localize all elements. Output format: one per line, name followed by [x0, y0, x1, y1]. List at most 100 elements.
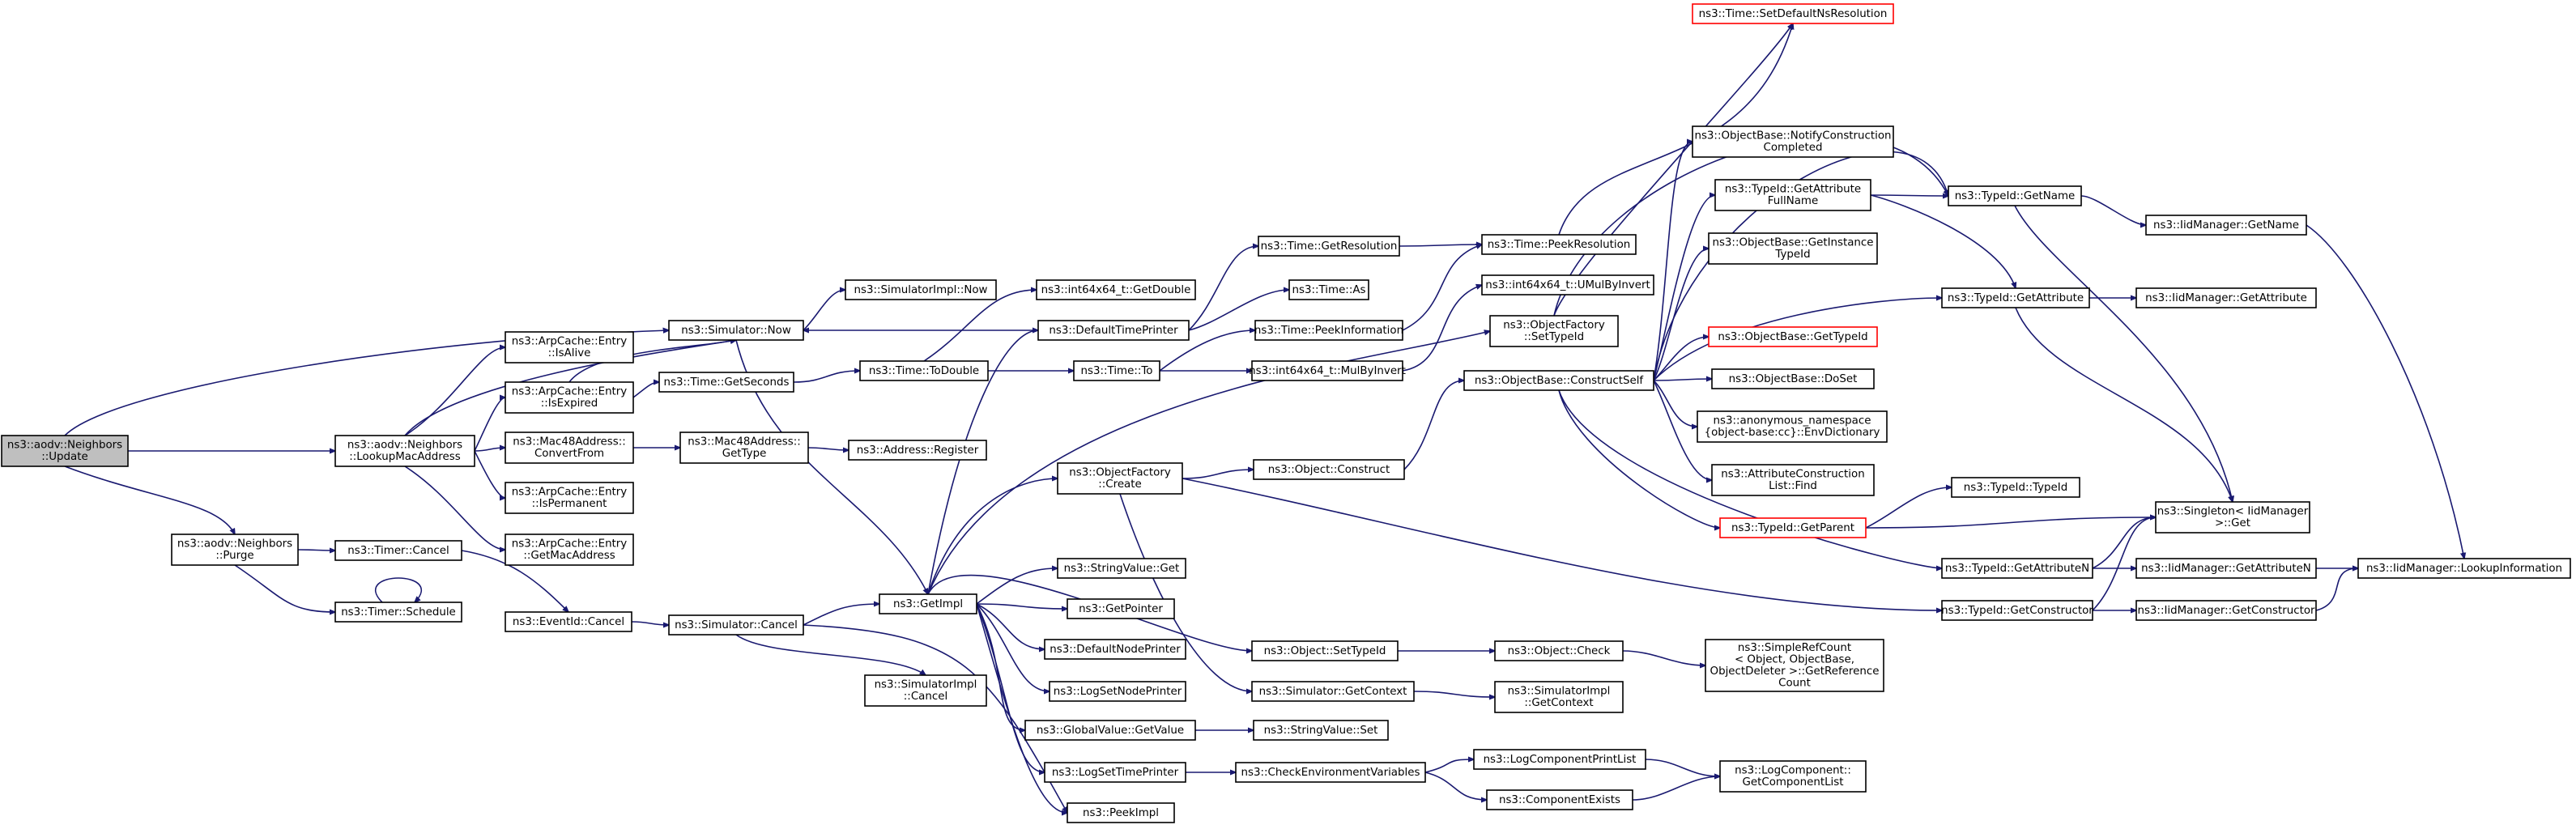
node-label-line: ns3::ComponentExists — [1499, 794, 1620, 806]
node-stringvalue-set[interactable]: ns3::StringValue::Set — [1253, 720, 1389, 741]
node-label-line: ns3::Singleton< IidManager — [2157, 506, 2309, 518]
node-label-line: ns3::DefaultTimePrinter — [1049, 325, 1178, 337]
call-edge-objbase_constructself-to-typeid_getname — [1653, 151, 1948, 381]
node-object-settypeid[interactable]: ns3::Object::SetTypeId — [1251, 640, 1399, 661]
node-arp-ispermanent[interactable]: ns3::ArpCache::Entry::IsPermanent — [505, 482, 634, 514]
node-arp-getmacaddress[interactable]: ns3::ArpCache::Entry::GetMacAddress — [505, 534, 634, 566]
call-edge-getimpl-to-objfactory_settypeid — [927, 331, 1490, 595]
call-edge-lookupmac-to-arp_getmacaddress — [404, 466, 505, 550]
node-defaultnodeprinter[interactable]: ns3::DefaultNodePrinter — [1044, 639, 1186, 660]
node-box — [505, 482, 634, 514]
node-arp-isalive[interactable]: ns3::ArpCache::Entry::IsAlive — [505, 331, 634, 363]
node-iidmanager-getattributen[interactable]: ns3::IidManager::GetAttributeN — [2135, 558, 2317, 579]
node-label-line: FullName — [1768, 195, 1818, 207]
node-box — [171, 534, 299, 566]
node-simimpl-cancel[interactable]: ns3::SimulatorImpl::Cancel — [864, 674, 987, 707]
node-time-todouble[interactable]: ns3::Time::ToDouble — [859, 360, 989, 381]
node-iidmanager-getattribute[interactable]: ns3::IidManager::GetAttribute — [2135, 287, 2317, 308]
node-box — [1692, 125, 1894, 158]
node-time-setdefaultns[interactable]: ns3::Time::SetDefaultNsResolution — [1692, 3, 1894, 24]
node-label-line: ns3::Timer::Schedule — [341, 606, 456, 619]
node-int64-mulbyinvert[interactable]: ns3::int64x64_t::MulByInvert — [1249, 360, 1406, 381]
node-typeid-getattributen[interactable]: ns3::TypeId::GetAttributeN — [1941, 558, 2093, 579]
node-getimpl[interactable]: ns3::GetImpl — [879, 593, 977, 614]
node-label-line: ::Update — [41, 451, 88, 463]
call-edge-time_peekinformation-to-time_peekresolution — [1402, 244, 1482, 331]
node-label-line: ns3::TypeId::TypeId — [1964, 482, 2067, 494]
node-address-register[interactable]: ns3::Address::Register — [848, 440, 987, 461]
node-objbase-constructself[interactable]: ns3::ObjectBase::ConstructSelf — [1463, 370, 1654, 391]
node-logcomponent-getlist[interactable]: ns3::LogComponent::GetComponentList — [1719, 760, 1867, 793]
node-int64-umulbyinvert[interactable]: ns3::int64x64_t::UMulByInvert — [1481, 274, 1654, 295]
node-objfactory-create[interactable]: ns3::ObjectFactory::Create — [1057, 462, 1183, 495]
call-edge-objbase_constructself-to-typeid_getattributen — [1558, 389, 1942, 568]
node-getpointer[interactable]: ns3::GetPointer — [1067, 598, 1175, 619]
node-typeid-getparent[interactable]: ns3::TypeId::GetParent — [1719, 517, 1867, 538]
node-eventid-cancel[interactable]: ns3::EventId::Cancel — [505, 611, 632, 632]
node-logsetnodeprinter[interactable]: ns3::LogSetNodePrinter — [1049, 681, 1186, 702]
call-edge-getimpl-to-peekimpl — [976, 603, 1067, 813]
node-objbase-doset[interactable]: ns3::ObjectBase::DoSet — [1711, 368, 1875, 389]
node-simimpl-getcontext[interactable]: ns3::SimulatorImpl::GetContext — [1494, 681, 1624, 713]
node-time-as[interactable]: ns3::Time::As — [1288, 279, 1369, 300]
node-componentexists[interactable]: ns3::ComponentExists — [1486, 789, 1633, 810]
node-update[interactable]: ns3::aodv::Neighbors::Update — [1, 435, 129, 467]
node-int64-getdouble[interactable]: ns3::int64x64_t::GetDouble — [1036, 279, 1196, 300]
node-object-construct[interactable]: ns3::Object::Construct — [1253, 459, 1405, 480]
node-typeid-typeid[interactable]: ns3::TypeId::TypeId — [1951, 477, 2080, 498]
node-timer-cancel[interactable]: ns3::Timer::Cancel — [334, 540, 462, 561]
node-mac48-convertfrom[interactable]: ns3::Mac48Address::ConvertFrom — [505, 432, 634, 464]
node-objbase-notifyconstruction[interactable]: ns3::ObjectBase::NotifyConstructionCompl… — [1692, 125, 1894, 158]
node-defaulttimeprinter[interactable]: ns3::DefaultTimePrinter — [1037, 320, 1190, 341]
node-simimpl-now[interactable]: ns3::SimulatorImpl::Now — [845, 279, 997, 300]
node-typeid-getname[interactable]: ns3::TypeId::GetName — [1948, 185, 2082, 206]
node-objbase-gettypeid[interactable]: ns3::ObjectBase::GetTypeId — [1708, 326, 1878, 347]
node-box — [334, 435, 475, 467]
node-logsettimeprinter[interactable]: ns3::LogSetTimePrinter — [1044, 762, 1186, 783]
node-checkenvvars[interactable]: ns3::CheckEnvironmentVariables — [1235, 762, 1426, 783]
node-box — [2135, 558, 2317, 579]
node-lookupmac[interactable]: ns3::aodv::Neighbors::LookupMacAddress — [334, 435, 475, 467]
node-sim-cancel[interactable]: ns3::Simulator::Cancel — [668, 614, 804, 636]
node-iidmanager-getconstructor[interactable]: ns3::IidManager::GetConstructor — [2135, 600, 2317, 621]
node-box — [879, 593, 977, 614]
node-time-peekinformation[interactable]: ns3::Time::PeekInformation — [1254, 320, 1403, 341]
node-box — [658, 372, 794, 393]
node-iidmanager-lookupinformation[interactable]: ns3::IidManager::LookupInformation — [2357, 558, 2571, 579]
node-time-peekresolution[interactable]: ns3::Time::PeekResolution — [1481, 234, 1637, 255]
node-logcomponentprintlist[interactable]: ns3::LogComponentPrintList — [1473, 749, 1646, 770]
node-simplerefcount[interactable]: ns3::SimpleRefCount< Object, ObjectBase,… — [1705, 639, 1884, 692]
node-peekimpl[interactable]: ns3::PeekImpl — [1067, 802, 1175, 823]
node-time-getresolution[interactable]: ns3::Time::GetResolution — [1258, 236, 1400, 257]
node-anon-envdictionary[interactable]: ns3::anonymous_namespace{object-base:cc}… — [1697, 410, 1888, 443]
node-time-getseconds[interactable]: ns3::Time::GetSeconds — [658, 372, 794, 393]
node-time-to[interactable]: ns3::Time::To — [1073, 360, 1160, 381]
node-purge[interactable]: ns3::aodv::Neighbors::Purge — [171, 534, 299, 566]
node-box — [505, 534, 634, 566]
node-globalvalue-getvalue[interactable]: ns3::GlobalValue::GetValue — [1024, 720, 1196, 741]
node-sim-getcontext[interactable]: ns3::Simulator::GetContext — [1251, 681, 1415, 702]
node-arp-isexpired[interactable]: ns3::ArpCache::Entry::IsExpired — [505, 381, 634, 414]
node-object-check[interactable]: ns3::Object::Check — [1494, 640, 1624, 661]
node-mac48-gettype[interactable]: ns3::Mac48Address::GetType — [679, 432, 809, 464]
node-objfactory-settypeid[interactable]: ns3::ObjectFactory::SetTypeId — [1489, 315, 1619, 347]
node-typeid-getattribute[interactable]: ns3::TypeId::GetAttribute — [1941, 287, 2090, 308]
node-box — [505, 611, 632, 632]
node-sim-now[interactable]: ns3::Simulator::Now — [668, 320, 804, 341]
node-iidmanager-getname[interactable]: ns3::IidManager::GetName — [2145, 215, 2307, 236]
node-singleton-get[interactable]: ns3::Singleton< IidManager>::Get — [2155, 501, 2310, 534]
node-label-line: ::Cancel — [904, 691, 947, 703]
node-label-line: ns3::Time::PeekResolution — [1488, 239, 1631, 251]
node-timer-schedule[interactable]: ns3::Timer::Schedule — [334, 602, 462, 623]
node-label-line: ns3::Time::PeekInformation — [1254, 325, 1403, 337]
node-typeid-getconstructor[interactable]: ns3::TypeId::GetConstructor — [1941, 600, 2093, 621]
node-stringvalue-get[interactable]: ns3::StringValue::Get — [1057, 558, 1186, 579]
node-box — [1719, 517, 1867, 538]
call-edge-typeid_getattributen-to-singleton_get — [2092, 517, 2156, 569]
node-label-line: ns3::Time::ToDouble — [869, 365, 979, 377]
node-box — [1, 435, 129, 467]
node-label-line: ns3::ObjectBase::NotifyConstruction — [1694, 130, 1891, 142]
